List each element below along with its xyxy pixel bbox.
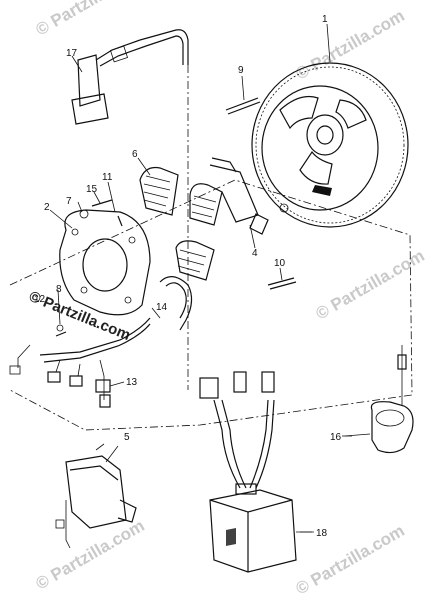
callout-dashes <box>300 435 352 533</box>
cdi-box <box>199 371 297 573</box>
callout-5: 5 <box>124 432 130 443</box>
relay-unit <box>55 443 137 549</box>
coil-assembly <box>139 157 269 281</box>
wire-harness <box>9 276 193 408</box>
watermark-top-right: © Partzilla.com <box>293 6 408 84</box>
callout-10: 10 <box>274 258 286 269</box>
fasteners <box>55 97 297 337</box>
callout-9: 9 <box>238 65 244 76</box>
flywheel <box>251 62 409 228</box>
spark-plug-cap <box>71 29 189 125</box>
callout-2: 2 <box>44 202 50 213</box>
callout-15: 15 <box>86 184 98 195</box>
callout-8: 8 <box>56 284 62 295</box>
callout-13: 13 <box>126 377 138 388</box>
callout-1: 1 <box>322 14 328 25</box>
callout-labels: 1 2 4 5 6 7 8 9 10 11 12 13 14 15 16 17 … <box>34 14 342 539</box>
callout-14: 14 <box>156 302 168 313</box>
stator-plate <box>59 209 151 316</box>
watermarks: © Partzilla.com © Partzilla.com © Partzi… <box>27 0 428 598</box>
callout-16: 16 <box>330 432 342 443</box>
callout-4: 4 <box>252 248 258 259</box>
callout-12: 12 <box>34 294 46 305</box>
round-coil-part <box>370 345 414 454</box>
watermark-bottom-right: © Partzilla.com <box>293 521 408 599</box>
callout-6: 6 <box>132 149 138 160</box>
callout-17: 17 <box>66 48 78 59</box>
callout-18: 18 <box>316 528 328 539</box>
callout-11: 11 <box>102 172 113 183</box>
watermark-top-left: © Partzilla.com <box>33 0 148 39</box>
leader-lines <box>49 23 371 533</box>
callout-7: 7 <box>66 196 72 207</box>
